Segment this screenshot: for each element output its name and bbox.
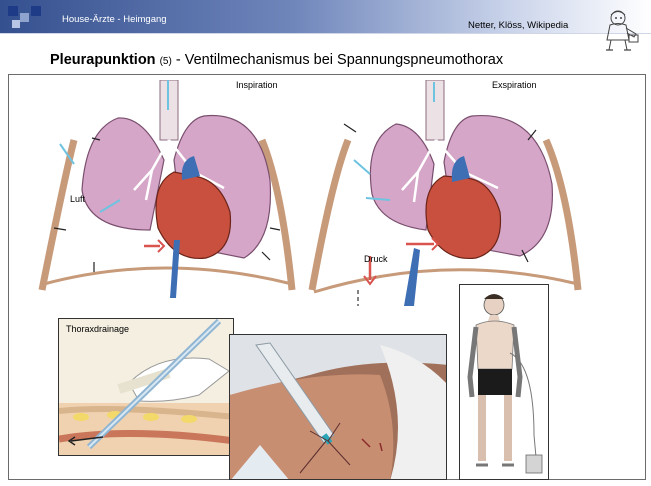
header-title: House-Ärzte - Heimgang: [62, 14, 167, 25]
label-exspiration: Exspiration: [492, 80, 537, 90]
title-bold: Pleurapunktion: [50, 52, 156, 68]
thoraxdrainage-illustration-panel: [58, 318, 234, 456]
header-logo-square: [31, 6, 41, 16]
slide-title: Pleurapunktion (5) - Ventilmechanismus b…: [50, 52, 503, 68]
thorax-inspiration-illustration: [34, 80, 302, 298]
title-rest: - Ventilmechanismus bei Spannungspneumot…: [172, 52, 503, 68]
drainage-photo-panel: [229, 334, 447, 480]
label-inspiration: Inspiration: [236, 80, 278, 90]
header-credits: Netter, Klöss, Wikipedia: [468, 20, 568, 31]
label-thoraxdrainage: Thoraxdrainage: [66, 324, 129, 334]
thorax-exspiration-illustration: [306, 80, 588, 306]
header-logo-square: [8, 6, 18, 16]
label-luft: Luft: [70, 194, 85, 204]
header-logo-square: [12, 20, 20, 28]
doctor-cartoon-logo: [596, 6, 644, 54]
label-druck: Druck: [364, 254, 388, 264]
patient-drainage-drawing-panel: [459, 284, 549, 480]
header-logo-square: [20, 13, 29, 22]
title-number: (5): [160, 56, 172, 67]
